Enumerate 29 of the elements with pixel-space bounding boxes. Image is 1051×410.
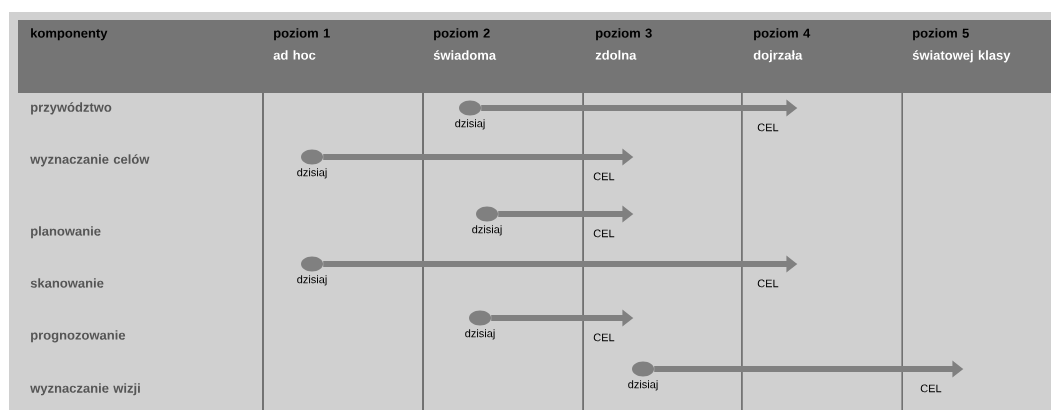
row-label: prognozowanie	[31, 330, 126, 343]
column-header: poziom 4	[754, 28, 811, 41]
level-name: zdolna	[595, 50, 637, 60]
goal-label: CEL	[593, 333, 615, 342]
row-label: przywództwo	[31, 102, 112, 115]
level-name: światowej klasy	[912, 50, 1011, 63]
today-label: dzisiaj	[297, 168, 327, 179]
today-label: dzisiaj	[628, 380, 658, 391]
column-header: komponenty	[31, 28, 108, 41]
column-header: poziom 3	[596, 28, 652, 41]
goal-label: CEL	[757, 123, 779, 132]
row-label: planowanie	[31, 226, 101, 239]
column-header: poziom 2	[434, 28, 490, 41]
today-label: dzisiaj	[455, 119, 485, 130]
level-name: ad hoc	[273, 50, 316, 60]
column-header: poziom 5	[913, 28, 969, 41]
column-header: poziom 1	[274, 28, 330, 41]
today-label: dzisiaj	[465, 329, 495, 340]
level-name: świadoma	[433, 50, 497, 60]
row-label: skanowanie	[30, 278, 104, 288]
row-label: wyznaczanie wizji	[30, 383, 140, 396]
today-label: dzisiaj	[297, 275, 327, 286]
goal-label: CEL	[920, 384, 942, 393]
today-label: dzisiaj	[472, 225, 502, 236]
level-name: dojrzała	[753, 50, 803, 63]
goal-label: CEL	[593, 172, 615, 181]
row-label: wyznaczanie celów	[30, 154, 150, 167]
goal-label: CEL	[593, 229, 615, 238]
goal-label: CEL	[757, 279, 779, 288]
